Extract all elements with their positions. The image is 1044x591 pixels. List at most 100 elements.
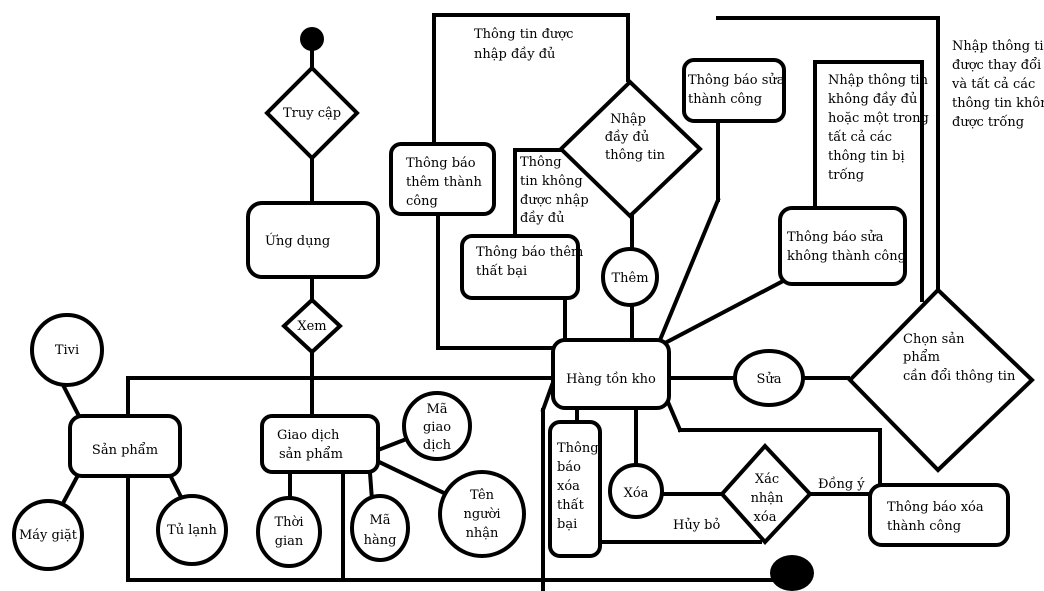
svg-text:Tên: Tên xyxy=(470,488,495,503)
svg-text:thông tin bị: thông tin bị xyxy=(828,149,905,164)
svg-text:được thay đổi: được thay đổi xyxy=(952,57,1041,73)
decision-truy-cap: Truy cập xyxy=(264,65,360,161)
node-sua: Sửa xyxy=(733,349,805,407)
svg-text:thêm thành: thêm thành xyxy=(406,175,482,190)
svg-text:được nhập: được nhập xyxy=(520,193,589,208)
svg-text:dịch: dịch xyxy=(423,438,452,453)
svg-text:đầy đủ: đầy đủ xyxy=(605,129,649,145)
activity-thong-bao-them-thanh-cong: Thông báo thêm thành công xyxy=(389,142,496,216)
svg-text:thành công: thành công xyxy=(887,519,961,534)
svg-text:báo: báo xyxy=(557,460,581,475)
svg-text:nhập đầy đủ: nhập đầy đủ xyxy=(474,46,555,62)
end-node xyxy=(770,555,814,591)
label-thong-tin-du: Thông tin được nhập đầy đủ xyxy=(474,27,573,62)
label-sua-du: Nhập thông tin được thay đổi và tất cả c… xyxy=(951,39,1044,130)
svg-text:sản phẩm: sản phẩm xyxy=(279,446,343,462)
svg-text:Mã: Mã xyxy=(426,402,447,417)
svg-text:gian: gian xyxy=(275,534,304,549)
svg-text:Xóa: Xóa xyxy=(624,486,649,501)
label-huy-bo: Hủy bỏ xyxy=(673,518,721,533)
decision-xac-nhan-xoa: Xác nhận xóa xyxy=(719,443,813,545)
activity-ung-dung: Ứng dụng xyxy=(246,201,380,279)
svg-text:thành công: thành công xyxy=(688,92,762,107)
activity-thong-bao-xoa-that-bai: Thông báo xóa thất bại xyxy=(548,420,602,558)
svg-text:Mã: Mã xyxy=(369,513,390,528)
svg-text:Thêm: Thêm xyxy=(611,271,648,286)
svg-text:nhận: nhận xyxy=(466,526,499,541)
svg-text:Thông: Thông xyxy=(520,155,562,170)
svg-text:nhận: nhận xyxy=(751,491,784,506)
svg-text:tất cả các: tất cả các xyxy=(828,129,892,145)
node-xoa: Xóa xyxy=(608,463,664,519)
connectors xyxy=(59,13,940,591)
label-thong-tin-khong-du: Thông tin không được nhập đầy đủ xyxy=(520,155,589,226)
node-ma-giao-dich: Mã giao dịch xyxy=(402,391,472,461)
svg-text:Thông báo thêm: Thông báo thêm xyxy=(476,245,583,260)
svg-text:Thông báo xóa: Thông báo xóa xyxy=(887,500,984,515)
svg-text:Ứng dụng: Ứng dụng xyxy=(265,232,330,249)
node-tu-lanh: Tủ lạnh xyxy=(156,494,228,566)
activity-thong-bao-sua-khong-thanh-cong: Thông báo sửa không thành công xyxy=(778,206,907,286)
svg-text:và tất cả các: và tất cả các xyxy=(951,76,1035,92)
decision-nhap-day-du: Nhập đầy đủ thông tin xyxy=(558,79,703,219)
node-ma-hang: Mã hàng xyxy=(350,494,410,562)
decision-chon-san-pham: Chọn sản phẩm cần đổi thông tin xyxy=(847,287,1035,473)
svg-text:Thông tin được: Thông tin được xyxy=(474,27,573,42)
svg-text:Sản phẩm: Sản phẩm xyxy=(92,442,158,458)
svg-text:Truy cập: Truy cập xyxy=(283,106,341,121)
svg-text:thông tin không: thông tin không xyxy=(952,96,1044,111)
svg-text:Thông báo sửa: Thông báo sửa xyxy=(787,230,884,245)
svg-text:đầy đủ: đầy đủ xyxy=(520,210,564,226)
activity-hang-ton-kho: Hàng tồn kho xyxy=(551,338,671,410)
svg-text:công: công xyxy=(406,194,438,209)
svg-text:không thành công: không thành công xyxy=(787,249,906,264)
svg-text:xóa: xóa xyxy=(754,510,777,525)
activity-thong-bao-sua-thanh-cong: Thông báo sửa thành công xyxy=(682,58,786,123)
svg-text:Xem: Xem xyxy=(297,319,326,334)
svg-text:Xác: Xác xyxy=(755,472,779,487)
svg-text:Chọn sản: Chọn sản xyxy=(903,332,965,347)
activity-thong-bao-xoa-thanh-cong: Thông báo xóa thành công xyxy=(868,483,1010,547)
svg-text:xóa: xóa xyxy=(557,479,580,494)
activity-san-pham: Sản phẩm xyxy=(68,414,182,478)
svg-text:cần đổi thông tin: cần đổi thông tin xyxy=(903,368,1016,384)
svg-text:thông tin: thông tin xyxy=(605,148,666,163)
svg-text:Nhập: Nhập xyxy=(610,112,646,127)
activity-giao-dich-san-pham: Giao dịch sản phẩm xyxy=(260,414,380,474)
svg-text:Tivi: Tivi xyxy=(55,343,79,358)
svg-text:phẩm: phẩm xyxy=(903,349,940,365)
node-ten-nguoi-nhan: Tên người nhận xyxy=(438,470,526,558)
node-them: Thêm xyxy=(601,247,659,307)
svg-text:bại: bại xyxy=(557,517,577,532)
svg-text:thất: thất xyxy=(557,497,585,513)
svg-text:hoặc một trong: hoặc một trong xyxy=(828,111,929,126)
svg-text:Thông: Thông xyxy=(557,441,599,456)
svg-text:Sửa: Sửa xyxy=(756,372,781,387)
svg-text:giao: giao xyxy=(423,420,451,435)
svg-text:Nhập thông tin: Nhập thông tin xyxy=(952,39,1044,54)
label-dong-y: Đồng ý xyxy=(818,476,865,492)
svg-text:trống: trống xyxy=(828,167,864,183)
svg-text:Thông báo sửa: Thông báo sửa xyxy=(688,73,785,88)
svg-text:Hàng tồn kho: Hàng tồn kho xyxy=(566,371,656,387)
svg-text:hàng: hàng xyxy=(364,533,397,548)
decision-xem: Xem xyxy=(281,297,343,355)
svg-text:Thời: Thời xyxy=(274,515,303,530)
start-node xyxy=(300,27,324,51)
svg-text:Máy giặt: Máy giặt xyxy=(19,528,78,543)
svg-text:Thông báo: Thông báo xyxy=(406,156,476,171)
svg-text:Nhập thông tin: Nhập thông tin xyxy=(828,73,929,88)
node-thoi-gian: Thời gian xyxy=(256,496,322,568)
node-may-giat: Máy giặt xyxy=(12,499,84,571)
svg-text:không đầy đủ: không đầy đủ xyxy=(828,91,917,107)
activity-thong-bao-them-that-bai: Thông báo thêm thất bại xyxy=(460,234,583,300)
svg-text:người: người xyxy=(463,507,500,522)
svg-text:thất bại: thất bại xyxy=(476,263,527,279)
label-sua-khong-du: Nhập thông tin không đầy đủ hoặc một tro… xyxy=(828,73,929,183)
svg-text:được trống: được trống xyxy=(952,114,1024,130)
node-tivi: Tivi xyxy=(30,313,104,387)
svg-text:Giao dịch: Giao dịch xyxy=(277,428,340,443)
svg-text:tin không: tin không xyxy=(520,174,583,189)
svg-text:Tủ lạnh: Tủ lạnh xyxy=(167,523,217,538)
